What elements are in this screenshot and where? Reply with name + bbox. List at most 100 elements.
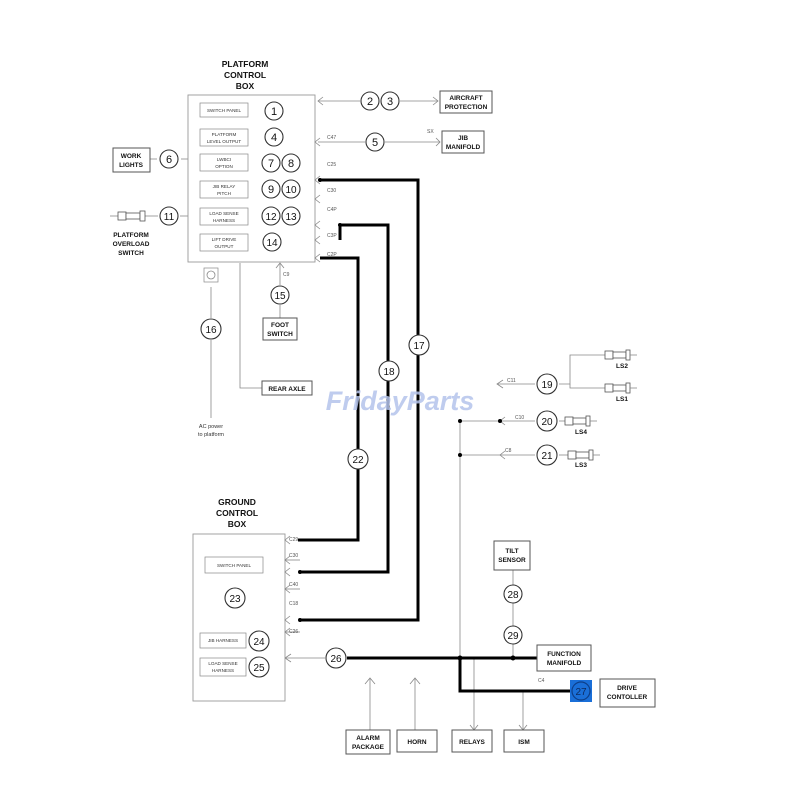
callout-28: 28 [503,584,523,604]
platform-lwbci-option [199,153,249,172]
ground-load-sense [199,657,247,677]
svg-text:AIRCRAFT: AIRCRAFT [449,95,482,102]
svg-text:SENSOR: SENSOR [498,557,526,564]
callout-22: 22 [347,448,369,470]
svg-text:OPTION: OPTION [215,164,233,169]
callout-7: 7 [261,153,281,173]
foot-switch-box [262,317,298,341]
svg-text:28: 28 [507,590,519,601]
svg-text:C2P: C2P [327,252,337,258]
ls2-switch-icon [604,349,637,361]
svg-text:6: 6 [166,154,172,166]
svg-text:OVERLOAD: OVERLOAD [113,241,150,248]
work-lights-box [112,147,151,173]
svg-text:DRIVE: DRIVE [617,685,638,692]
svg-text:29: 29 [507,631,519,642]
svg-text:16: 16 [205,325,217,336]
svg-text:5: 5 [372,137,378,149]
ls3-switch-icon [567,449,600,461]
rear-axle-box [261,380,313,396]
svg-text:CONTOLLER: CONTOLLER [607,694,648,701]
tilt-sensor-box [493,540,531,571]
callout-29: 29 [503,625,523,645]
svg-text:C4: C4 [538,678,545,684]
svg-text:18: 18 [383,367,395,378]
ls1-switch-icon [604,382,637,394]
callout-20: 20 [536,410,558,432]
platform-title-1: PLATFORM [222,59,269,69]
function-manifold-box [536,644,592,672]
callout-14: 14 [262,232,282,252]
overload-switch-icon [110,210,146,222]
callout-12: 12 [261,206,281,226]
svg-text:SX: SX [427,129,434,135]
callout-26: 26 [325,647,347,669]
svg-text:22: 22 [352,455,364,466]
callout-24: 24 [248,630,270,652]
callout-13: 13 [281,206,301,226]
callout-11: 11 [159,206,179,226]
platform-load-sense [199,207,249,226]
svg-text:2: 2 [367,96,373,108]
svg-text:C26: C26 [289,629,298,635]
svg-text:SWITCH PANEL: SWITCH PANEL [217,563,252,568]
relays-box [451,729,493,753]
svg-text:PACKAGE: PACKAGE [352,744,385,751]
svg-text:10: 10 [285,185,297,196]
callouts: 1 2 3 4 5 6 7 8 9 10 11 12 13 14 15 16 1… [159,91,592,702]
svg-text:9: 9 [268,184,274,196]
svg-text:REAR AXLE: REAR AXLE [268,386,306,393]
svg-text:LS1: LS1 [616,396,628,403]
svg-text:AC power: AC power [199,424,223,430]
svg-text:HORN: HORN [407,739,426,746]
svg-text:SWITCH: SWITCH [118,250,144,257]
ground-title-1: GROUND [218,497,256,507]
svg-text:PITCH: PITCH [217,191,231,196]
svg-text:7: 7 [268,158,274,170]
ground-title-2: CONTROL [216,508,258,518]
callout-21: 21 [536,444,558,466]
svg-text:1: 1 [271,106,277,118]
svg-text:12: 12 [265,212,277,223]
svg-text:JIB HARNESS: JIB HARNESS [208,638,238,643]
svg-text:C11: C11 [507,378,516,384]
callout-1: 1 [264,101,284,121]
platform-jib-relay [199,180,249,199]
callout-5: 5 [365,132,385,152]
external-components: AIRCRAFT PROTECTION JIB MANIFOLD SX WORK… [110,90,656,755]
svg-text:HARNESS: HARNESS [213,218,235,223]
callout-18: 18 [378,360,400,382]
svg-text:LS3: LS3 [575,462,587,469]
ground-control-box: GROUND CONTROL BOX SWITCH PANEL JIB HARN… [192,497,300,702]
svg-text:PROTECTION: PROTECTION [445,104,488,111]
svg-text:PLATFORM: PLATFORM [113,232,149,239]
callout-19: 19 [536,373,558,395]
svg-text:19: 19 [541,380,553,391]
drive-controller-box [599,678,656,708]
svg-text:20: 20 [541,417,553,428]
svg-text:C29: C29 [289,537,298,543]
ac-power-plug [203,267,219,283]
callout-3: 3 [380,91,400,111]
callout-25: 25 [248,656,270,678]
callout-4: 4 [264,127,284,147]
watermark-logo: FridayParts [326,386,475,416]
svg-text:11: 11 [164,212,175,223]
harness-wires [298,178,570,693]
svg-text:JIB: JIB [458,135,468,142]
svg-text:LS4: LS4 [575,429,587,436]
callout-16: 16 [200,318,222,340]
svg-text:LOAD SENSE: LOAD SENSE [209,211,238,216]
svg-text:25: 25 [253,663,265,674]
svg-text:4: 4 [271,132,277,144]
svg-text:C9: C9 [283,272,290,278]
svg-text:C18: C18 [289,601,298,607]
callout-17: 17 [408,334,430,356]
svg-text:WORK: WORK [121,153,142,160]
svg-text:LWBCI: LWBCI [217,157,231,162]
svg-text:FOOT: FOOT [271,322,289,329]
svg-text:C47: C47 [327,135,336,141]
svg-text:C4P: C4P [327,207,337,213]
svg-text:LIGHTS: LIGHTS [119,162,143,169]
